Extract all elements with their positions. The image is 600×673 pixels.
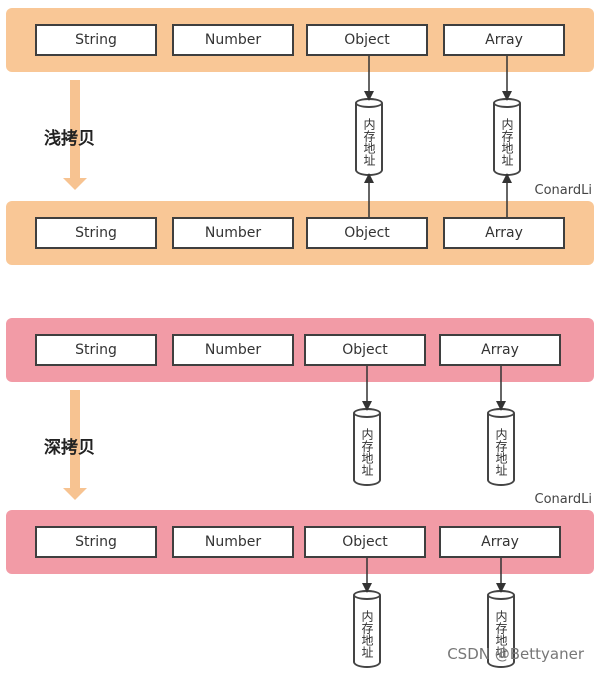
shallow-copy-title: 浅拷贝 <box>44 129 95 149</box>
deep-array-source-memory-cylinder: 内存地址 <box>487 408 515 486</box>
deep-object-source-memory-cylinder: 内存地址 <box>353 408 381 486</box>
deep-source-object: Object <box>304 334 426 366</box>
shallow-source-array: Array <box>443 24 565 56</box>
deep-author-label: ConardLi <box>534 492 592 507</box>
deep-flow-arrow <box>63 390 87 502</box>
shallow-object-memory-cylinder: 内存地址 <box>355 98 383 176</box>
memory-label: 内存地址 <box>360 610 374 658</box>
shallow-array-memory-cylinder: 内存地址 <box>493 98 521 176</box>
deep-copy-title: 深拷贝 <box>44 438 95 458</box>
deep-source-string: String <box>35 334 157 366</box>
deep-array-target-memory-cylinder: 内存地址 <box>487 590 515 668</box>
shallow-author-label: ConardLi <box>534 183 592 198</box>
shallow-target-string: String <box>35 217 157 249</box>
deep-target-object: Object <box>304 526 426 558</box>
memory-label: 内存地址 <box>494 428 508 476</box>
memory-label: 内存地址 <box>494 610 508 658</box>
shallow-target-array: Array <box>443 217 565 249</box>
deep-source-array: Array <box>439 334 561 366</box>
memory-label: 内存地址 <box>500 118 514 166</box>
shallow-flow-arrow <box>63 80 87 192</box>
memory-label: 内存地址 <box>360 428 374 476</box>
shallow-target-object: Object <box>306 217 428 249</box>
shallow-source-string: String <box>35 24 157 56</box>
deep-target-string: String <box>35 526 157 558</box>
deep-target-array: Array <box>439 526 561 558</box>
deep-source-number: Number <box>172 334 294 366</box>
memory-label: 内存地址 <box>362 118 376 166</box>
deep-target-number: Number <box>172 526 294 558</box>
shallow-source-number: Number <box>172 24 294 56</box>
csdn-watermark: CSDN @Bettyaner <box>447 645 584 663</box>
shallow-target-number: Number <box>172 217 294 249</box>
shallow-source-object: Object <box>306 24 428 56</box>
